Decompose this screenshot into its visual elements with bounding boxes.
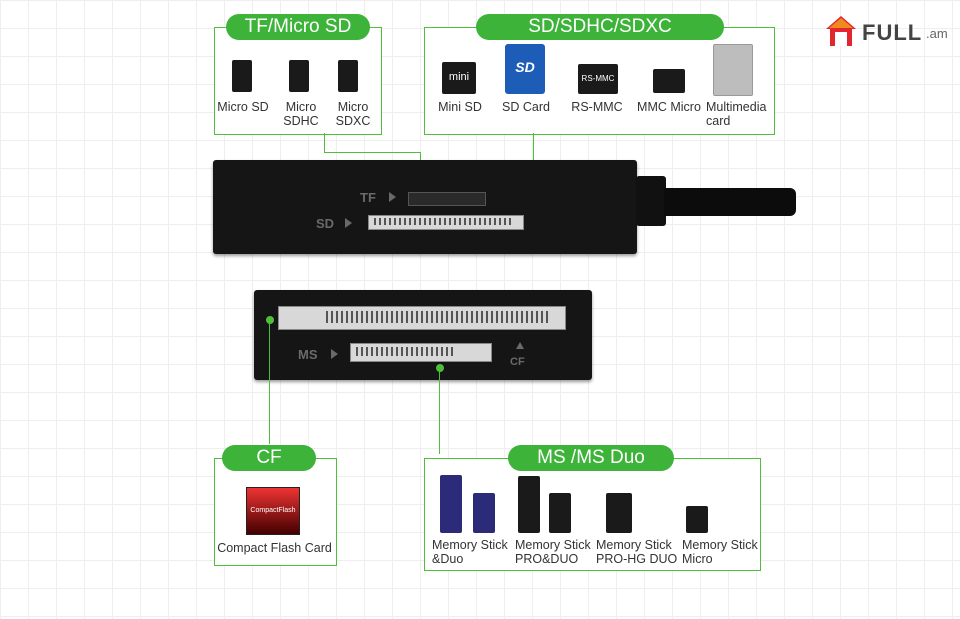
ms-slot-label: MS	[298, 347, 318, 362]
card-reader-bottom	[254, 290, 592, 380]
mini-sd-card: mini	[442, 62, 476, 94]
usb-cable	[636, 176, 666, 226]
tf-group-title: TF/Micro SD	[226, 14, 370, 40]
rs-mmc-card: RS-MMC	[578, 64, 618, 94]
cf-connector-line	[269, 322, 270, 444]
tf-connector-line-h	[324, 152, 421, 153]
memory-stick-pro-duo-caption: Memory Stick PRO&DUO	[515, 538, 591, 566]
card-reader-top	[213, 160, 637, 254]
tf-arrow-icon	[389, 192, 396, 202]
memory-stick-duo-caption: Memory Stick &Duo	[432, 538, 508, 566]
cf-slot-pins	[326, 311, 548, 323]
micro-sdxc-card	[338, 60, 358, 92]
compact-flash-card: CompactFlash	[246, 487, 300, 535]
memory-stick-pro-hg-caption: Memory Stick PRO-HG DUO	[596, 538, 678, 566]
cf-slot-marker	[266, 316, 274, 324]
cf-group-title: CF	[222, 445, 316, 471]
brand-suffix: .am	[926, 26, 948, 41]
mini-sd-caption: Mini SD	[438, 100, 482, 114]
brand-name: FULL	[862, 20, 923, 45]
ms-slot-marker	[436, 364, 444, 372]
ms-connector-line	[439, 370, 440, 454]
usb-cable-wire	[664, 188, 796, 216]
mmc-micro-caption: MMC Micro	[637, 100, 701, 114]
sd-slot-label: SD	[316, 216, 335, 231]
micro-sd-caption: Micro SD	[217, 100, 269, 114]
memory-stick-card	[440, 475, 462, 533]
micro-sdxc-caption: Micro SDXC	[335, 100, 371, 128]
micro-sdhc-card	[289, 60, 309, 92]
tf-connector-line	[324, 133, 325, 153]
tf-slot-label: TF	[360, 190, 376, 205]
memory-stick-duo-card	[473, 493, 495, 533]
micro-sdhc-caption: Micro SDHC	[283, 100, 319, 128]
micro-sd-card	[232, 60, 252, 92]
mmc-micro-card	[653, 69, 685, 93]
multimedia-card	[713, 44, 753, 96]
cf-slot-label: CF	[510, 356, 525, 368]
memory-stick-pro-hg-card	[606, 493, 632, 533]
rs-mmc-caption: RS-MMC	[571, 100, 623, 114]
ms-slot-pins	[356, 347, 456, 356]
ms-arrow-icon	[331, 349, 338, 359]
multimedia-card-caption: Multimedia card	[706, 100, 767, 128]
cf-up-arrow-icon	[516, 342, 524, 349]
sd-group-title: SD/SDHC/SDXC	[476, 14, 724, 40]
sd-slot-pins	[374, 218, 514, 225]
sd-arrow-icon	[345, 218, 352, 228]
sd-card-caption: SD Card	[502, 100, 550, 114]
ms-group-title: MS /MS Duo	[508, 445, 674, 471]
memory-stick-micro-card	[686, 506, 708, 533]
house-icon	[826, 16, 856, 46]
brand-logo[interactable]: FULL .am	[824, 14, 954, 50]
memory-stick-pro-duo-card	[549, 493, 571, 533]
compact-flash-caption: Compact Flash Card	[217, 541, 332, 555]
memory-stick-pro-card	[518, 476, 540, 533]
sd-card: SD	[505, 44, 545, 94]
memory-stick-micro-caption: Memory Stick Micro	[682, 538, 758, 566]
tf-slot	[408, 192, 486, 206]
